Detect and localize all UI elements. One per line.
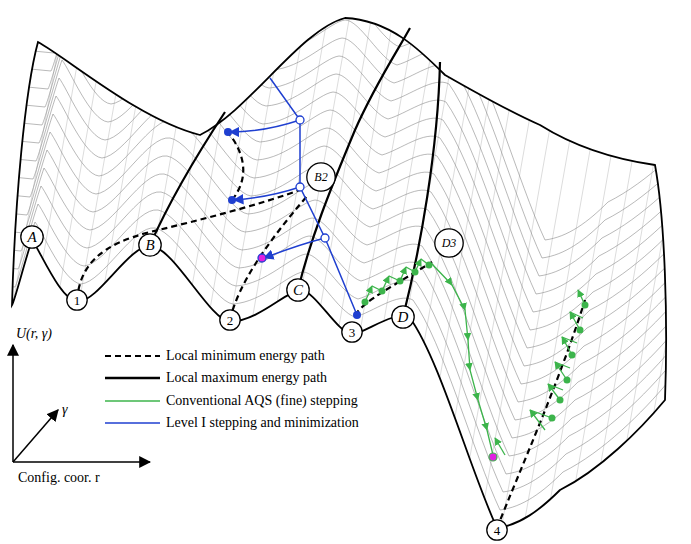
marker-label: C bbox=[286, 278, 310, 302]
state-marker: B bbox=[138, 233, 162, 257]
axis-label: γ bbox=[62, 402, 68, 417]
state-marker: B2 bbox=[306, 162, 336, 192]
marker-label: 4 bbox=[486, 519, 508, 541]
marker-label: D bbox=[391, 305, 415, 329]
aqs-stepping bbox=[365, 259, 585, 455]
marker-label: 3 bbox=[341, 321, 363, 343]
marker-label: 2 bbox=[219, 309, 241, 331]
state-marker: D3 bbox=[434, 228, 464, 258]
level-one-points bbox=[224, 116, 361, 319]
legend-text: Conventional AQS (fine) stepping bbox=[166, 393, 358, 408]
state-marker: D bbox=[391, 305, 415, 329]
legend-text: Local maximum energy path bbox=[166, 370, 327, 385]
marker-label: B2 bbox=[306, 162, 336, 192]
state-marker: 4 bbox=[486, 519, 508, 541]
max-energy-paths bbox=[150, 28, 440, 317]
marker-label: 1 bbox=[66, 289, 88, 311]
surface-outline bbox=[12, 18, 666, 528]
marker-label: B bbox=[138, 233, 162, 257]
legend-samples bbox=[105, 356, 160, 423]
state-marker: C bbox=[286, 278, 310, 302]
marker-label: D3 bbox=[434, 228, 464, 258]
axes bbox=[13, 345, 150, 462]
state-marker: 2 bbox=[219, 309, 241, 331]
min-energy-paths bbox=[77, 132, 585, 528]
axis-label: Config. coor. r bbox=[18, 470, 100, 485]
legend-text: Local minimum energy path bbox=[166, 348, 325, 363]
marker-label: A bbox=[20, 225, 44, 249]
aqs-points bbox=[362, 262, 589, 462]
state-marker: 3 bbox=[341, 321, 363, 343]
legend-text: Level I stepping and minimization bbox=[166, 415, 359, 430]
axis-label: U(r, γ) bbox=[16, 326, 52, 341]
state-marker: 1 bbox=[66, 289, 88, 311]
state-marker: A bbox=[20, 225, 44, 249]
level-one-stepping bbox=[230, 78, 357, 315]
